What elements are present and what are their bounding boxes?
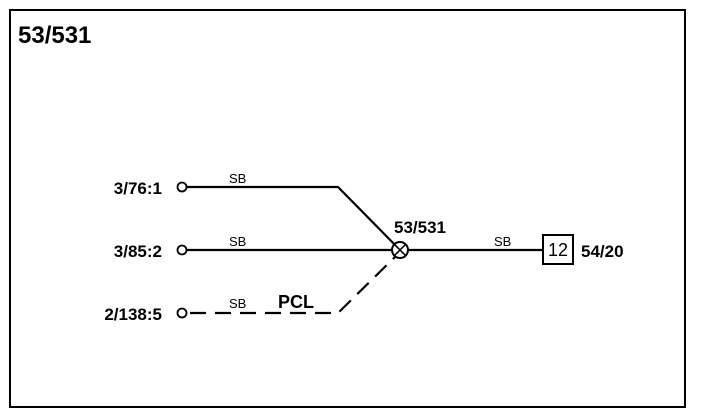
input-1-terminal [176,181,188,193]
output-ref: 54/20 [581,242,624,261]
output-connector-pin: 12 [548,240,568,260]
input-1-wire [187,185,401,251]
input-3-wire-color: SB [229,296,246,311]
input-1-wire-color: SB [229,171,246,186]
splice-cross-b [393,243,407,257]
input-2-wire-color: SB [229,234,246,249]
input-2-terminal [176,244,188,256]
input-3-variant-label: PCL [278,292,314,312]
diagram-frame [9,9,686,408]
input-2-ref: 3/85:2 [114,242,162,261]
input-1-ref: 3/76:1 [114,179,162,198]
output-connector-box [542,234,574,265]
input-3-wire [190,255,397,315]
output-wire-color: SB [494,234,511,249]
input-3-terminal [176,307,188,319]
input-3-ref: 2/138:5 [104,305,162,324]
diagram-title: 53/531 [18,22,91,49]
splice-label: 53/531 [394,218,446,237]
